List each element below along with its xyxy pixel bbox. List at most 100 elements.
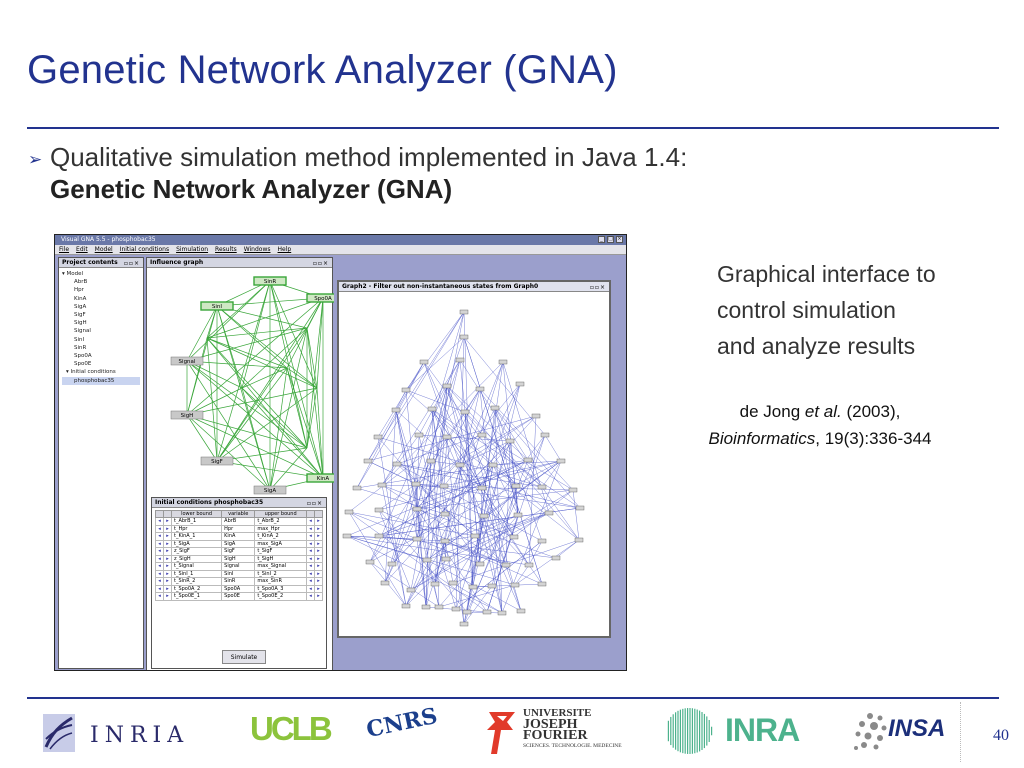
increment-arrow-icon[interactable]: ▸ — [314, 584, 323, 593]
state-node[interactable] — [459, 621, 469, 627]
decrement-arrow-icon[interactable]: ◂ — [306, 554, 315, 563]
lower-bound-cell[interactable]: z_SigF — [170, 547, 223, 556]
state-node[interactable] — [477, 432, 487, 438]
influence-node[interactable] — [170, 410, 204, 420]
state-node[interactable] — [430, 581, 440, 587]
lower-bound-cell[interactable]: t_SinR_2 — [170, 577, 223, 586]
increment-arrow-icon[interactable]: ▸ — [163, 524, 172, 533]
upper-bound-cell[interactable]: t_AbrB_2 — [254, 517, 307, 526]
lower-bound-cell[interactable]: t_Spo0E_1 — [170, 592, 223, 601]
state-node[interactable] — [468, 584, 478, 590]
state-node[interactable] — [462, 609, 472, 615]
state-node[interactable] — [477, 485, 487, 491]
close-icon[interactable]: × — [616, 236, 623, 243]
state-node[interactable] — [497, 610, 507, 616]
state-node[interactable] — [442, 383, 452, 389]
tree-node-initial-conditions[interactable]: ▾ Initial conditions — [66, 369, 116, 376]
increment-arrow-icon[interactable]: ▸ — [163, 577, 172, 586]
tree-item-model[interactable]: Hpr — [74, 287, 84, 294]
increment-arrow-icon[interactable]: ▸ — [163, 592, 172, 601]
state-node[interactable] — [448, 580, 458, 586]
decrement-arrow-icon[interactable]: ◂ — [306, 539, 315, 548]
lower-bound-cell[interactable]: z_SigH — [170, 554, 223, 563]
menu-windows[interactable]: Windows — [243, 246, 271, 253]
state-node[interactable] — [419, 359, 429, 365]
decrement-arrow-icon[interactable]: ◂ — [155, 569, 164, 578]
decrement-arrow-icon[interactable]: ◂ — [155, 584, 164, 593]
state-node[interactable] — [470, 533, 480, 539]
state-node[interactable] — [516, 608, 526, 614]
panel-controls-icon[interactable]: ▫▫× — [123, 260, 140, 267]
state-node[interactable] — [411, 481, 421, 487]
lower-bound-cell[interactable]: t_KinA_1 — [170, 532, 223, 541]
state-node[interactable] — [501, 562, 511, 568]
upper-bound-cell[interactable]: max_SigA — [254, 539, 307, 548]
state-node[interactable] — [380, 580, 390, 586]
increment-arrow-icon[interactable]: ▸ — [163, 517, 172, 526]
influence-node[interactable] — [200, 456, 234, 466]
decrement-arrow-icon[interactable]: ◂ — [306, 584, 315, 593]
tree-item-model[interactable]: AbrB — [74, 279, 88, 286]
menu-help[interactable]: Help — [277, 246, 292, 253]
state-node[interactable] — [342, 533, 352, 539]
influence-node[interactable] — [253, 485, 287, 495]
state-node[interactable] — [556, 458, 566, 464]
state-node[interactable] — [568, 487, 578, 493]
increment-arrow-icon[interactable]: ▸ — [314, 562, 323, 571]
state-node[interactable] — [475, 561, 485, 567]
state-transition-graph-canvas[interactable] — [339, 292, 609, 636]
influence-node[interactable] — [306, 293, 334, 303]
menu-model[interactable]: Model — [94, 246, 113, 253]
decrement-arrow-icon[interactable]: ◂ — [306, 547, 315, 556]
state-node[interactable] — [511, 483, 521, 489]
state-node[interactable] — [442, 434, 452, 440]
state-node[interactable] — [482, 609, 492, 615]
state-node[interactable] — [574, 537, 584, 543]
lower-bound-cell[interactable]: t_SinI_1 — [170, 569, 223, 578]
decrement-arrow-icon[interactable]: ◂ — [306, 532, 315, 541]
state-node[interactable] — [440, 538, 450, 544]
increment-arrow-icon[interactable]: ▸ — [163, 562, 172, 571]
state-node[interactable] — [392, 461, 402, 467]
state-node[interactable] — [455, 462, 465, 468]
state-node[interactable] — [352, 485, 362, 491]
state-node[interactable] — [344, 509, 354, 515]
increment-arrow-icon[interactable]: ▸ — [163, 584, 172, 593]
lower-bound-cell[interactable]: t_AbrB_1 — [170, 517, 223, 526]
decrement-arrow-icon[interactable]: ◂ — [155, 539, 164, 548]
state-node[interactable] — [401, 387, 411, 393]
decrement-arrow-icon[interactable]: ◂ — [306, 562, 315, 571]
menu-results[interactable]: Results — [215, 246, 237, 253]
state-node[interactable] — [373, 434, 383, 440]
increment-arrow-icon[interactable]: ▸ — [314, 569, 323, 578]
tree-item-model[interactable]: SigA — [74, 303, 87, 310]
increment-arrow-icon[interactable]: ▸ — [314, 517, 323, 526]
upper-bound-cell[interactable]: t_KinA_2 — [254, 532, 307, 541]
increment-arrow-icon[interactable]: ▸ — [163, 547, 172, 556]
state-node[interactable] — [455, 357, 465, 363]
tree-item-model[interactable]: KinA — [74, 295, 87, 302]
menu-file[interactable]: File — [59, 246, 70, 253]
state-node[interactable] — [551, 555, 561, 561]
increment-arrow-icon[interactable]: ▸ — [314, 577, 323, 586]
increment-arrow-icon[interactable]: ▸ — [163, 532, 172, 541]
tree-node-model[interactable]: ▾ Model — [62, 271, 84, 277]
decrement-arrow-icon[interactable]: ◂ — [155, 592, 164, 601]
state-node[interactable] — [537, 484, 547, 490]
tree-item-model[interactable]: SigH — [74, 320, 87, 327]
tree-item-model[interactable]: SinI — [74, 336, 85, 343]
state-node[interactable] — [414, 432, 424, 438]
state-node[interactable] — [365, 559, 375, 565]
increment-arrow-icon[interactable]: ▸ — [314, 539, 323, 548]
increment-arrow-icon[interactable]: ▸ — [314, 554, 323, 563]
lower-bound-cell[interactable]: t_Signal — [170, 562, 223, 571]
upper-bound-cell[interactable]: t_Spo0E_2 — [254, 592, 307, 601]
tree-item-model[interactable]: Spo0E — [74, 361, 92, 368]
influence-node[interactable] — [200, 301, 234, 311]
decrement-arrow-icon[interactable]: ◂ — [155, 562, 164, 571]
upper-bound-cell[interactable]: t_Spo0A_3 — [254, 584, 307, 593]
state-node[interactable] — [374, 533, 384, 539]
increment-arrow-icon[interactable]: ▸ — [314, 524, 323, 533]
menu-simulation[interactable]: Simulation — [176, 246, 209, 253]
